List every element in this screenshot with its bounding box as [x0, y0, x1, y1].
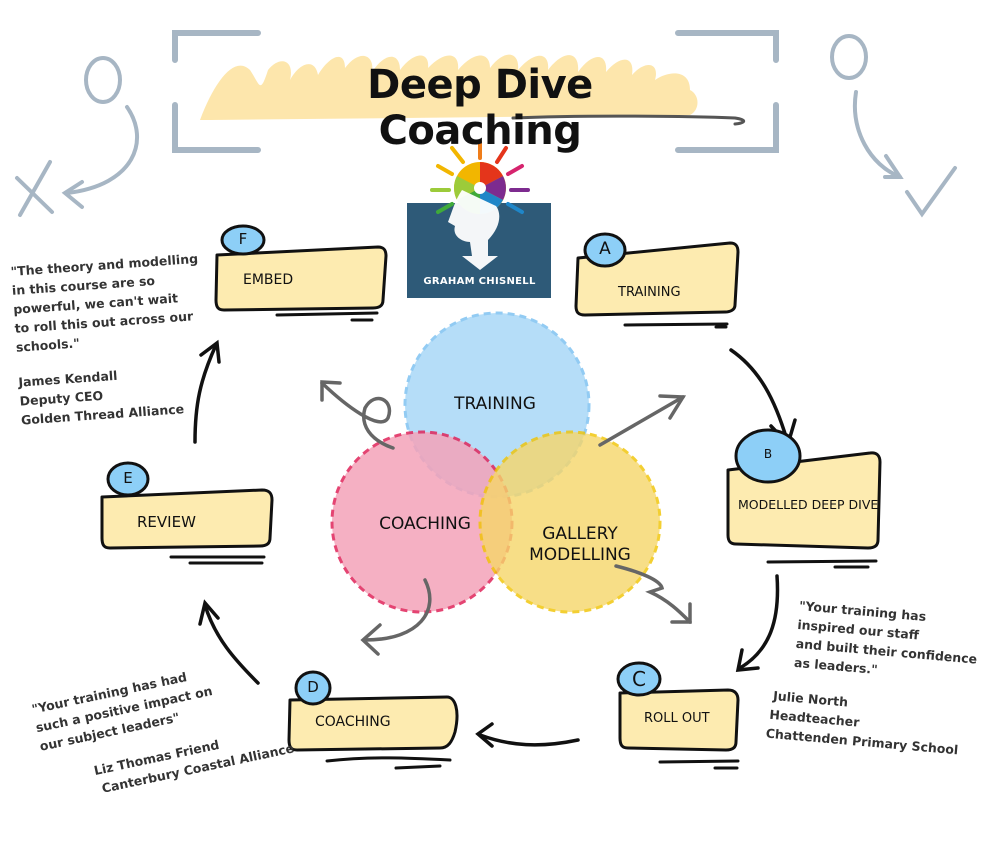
step-letter: B [763, 447, 773, 461]
step-label: COACHING [315, 714, 391, 730]
zigzag-arrow-icon [614, 564, 692, 624]
badge-b [734, 428, 802, 484]
venn-circle-gallery-modelling [478, 430, 662, 614]
straight-arrow-icon [598, 395, 685, 447]
x-mark-icon [15, 160, 54, 217]
card-underlines [169, 311, 878, 770]
step-badges [106, 224, 802, 706]
arrow-d-to-e [203, 603, 260, 685]
step-letter: E [123, 469, 133, 487]
title-underline [511, 114, 746, 126]
step-letter: A [599, 239, 611, 259]
step-letter: F [238, 230, 248, 248]
logo-name: GRAHAM CHISNELL [423, 276, 536, 287]
arrow-e-to-f [193, 343, 218, 444]
check-mark-icon [905, 166, 957, 218]
venn-arrows [320, 380, 692, 656]
arrow-a-to-b [729, 348, 789, 442]
badge-c [616, 661, 662, 697]
step-label: MODELLED DEEP DIVE [738, 497, 879, 512]
venn-label-gallery-modelling: GALLERY MODELLING [520, 524, 640, 566]
title-frame [172, 30, 779, 153]
arrow-b-to-c [738, 574, 780, 670]
curved-arrow-icon [65, 105, 139, 195]
sketch-right [830, 34, 957, 218]
curved-arrow-icon [852, 90, 902, 179]
head-silhouette-icon [448, 190, 500, 270]
testimonial-james-kendall: "The theory and modelling in this course… [10, 249, 209, 430]
sketch-left [15, 56, 139, 217]
venn-label-line: MODELLING [529, 545, 631, 565]
circle-sketch-icon [84, 56, 122, 104]
venn-label-training: TRAINING [454, 394, 536, 414]
venn-label-line: GALLERY [542, 524, 618, 544]
step-label: ROLL OUT [644, 711, 710, 726]
step-label: REVIEW [137, 513, 196, 531]
curl-arrow-icon [363, 578, 432, 642]
logo [407, 140, 551, 298]
testimonial-julie-north: "Your training has inspired our staff an… [765, 596, 981, 760]
cycle-arrows [193, 339, 797, 748]
page-title: Deep Dive Coaching [367, 62, 593, 154]
venn-diagram [330, 311, 662, 614]
arrow-c-to-d [478, 733, 580, 747]
step-label: EMBED [243, 272, 294, 288]
step-letter: C [632, 667, 646, 691]
badge-a [583, 232, 627, 268]
badge-e [106, 461, 150, 497]
badge-f [220, 224, 266, 256]
title-highlight [200, 54, 698, 120]
step-label: TRAINING [618, 285, 681, 300]
loop-arrow-icon [320, 381, 395, 450]
venn-label-coaching: COACHING [379, 514, 471, 534]
circle-sketch-icon [830, 34, 868, 80]
badge-d [294, 670, 332, 706]
step-letter: D [307, 678, 319, 696]
